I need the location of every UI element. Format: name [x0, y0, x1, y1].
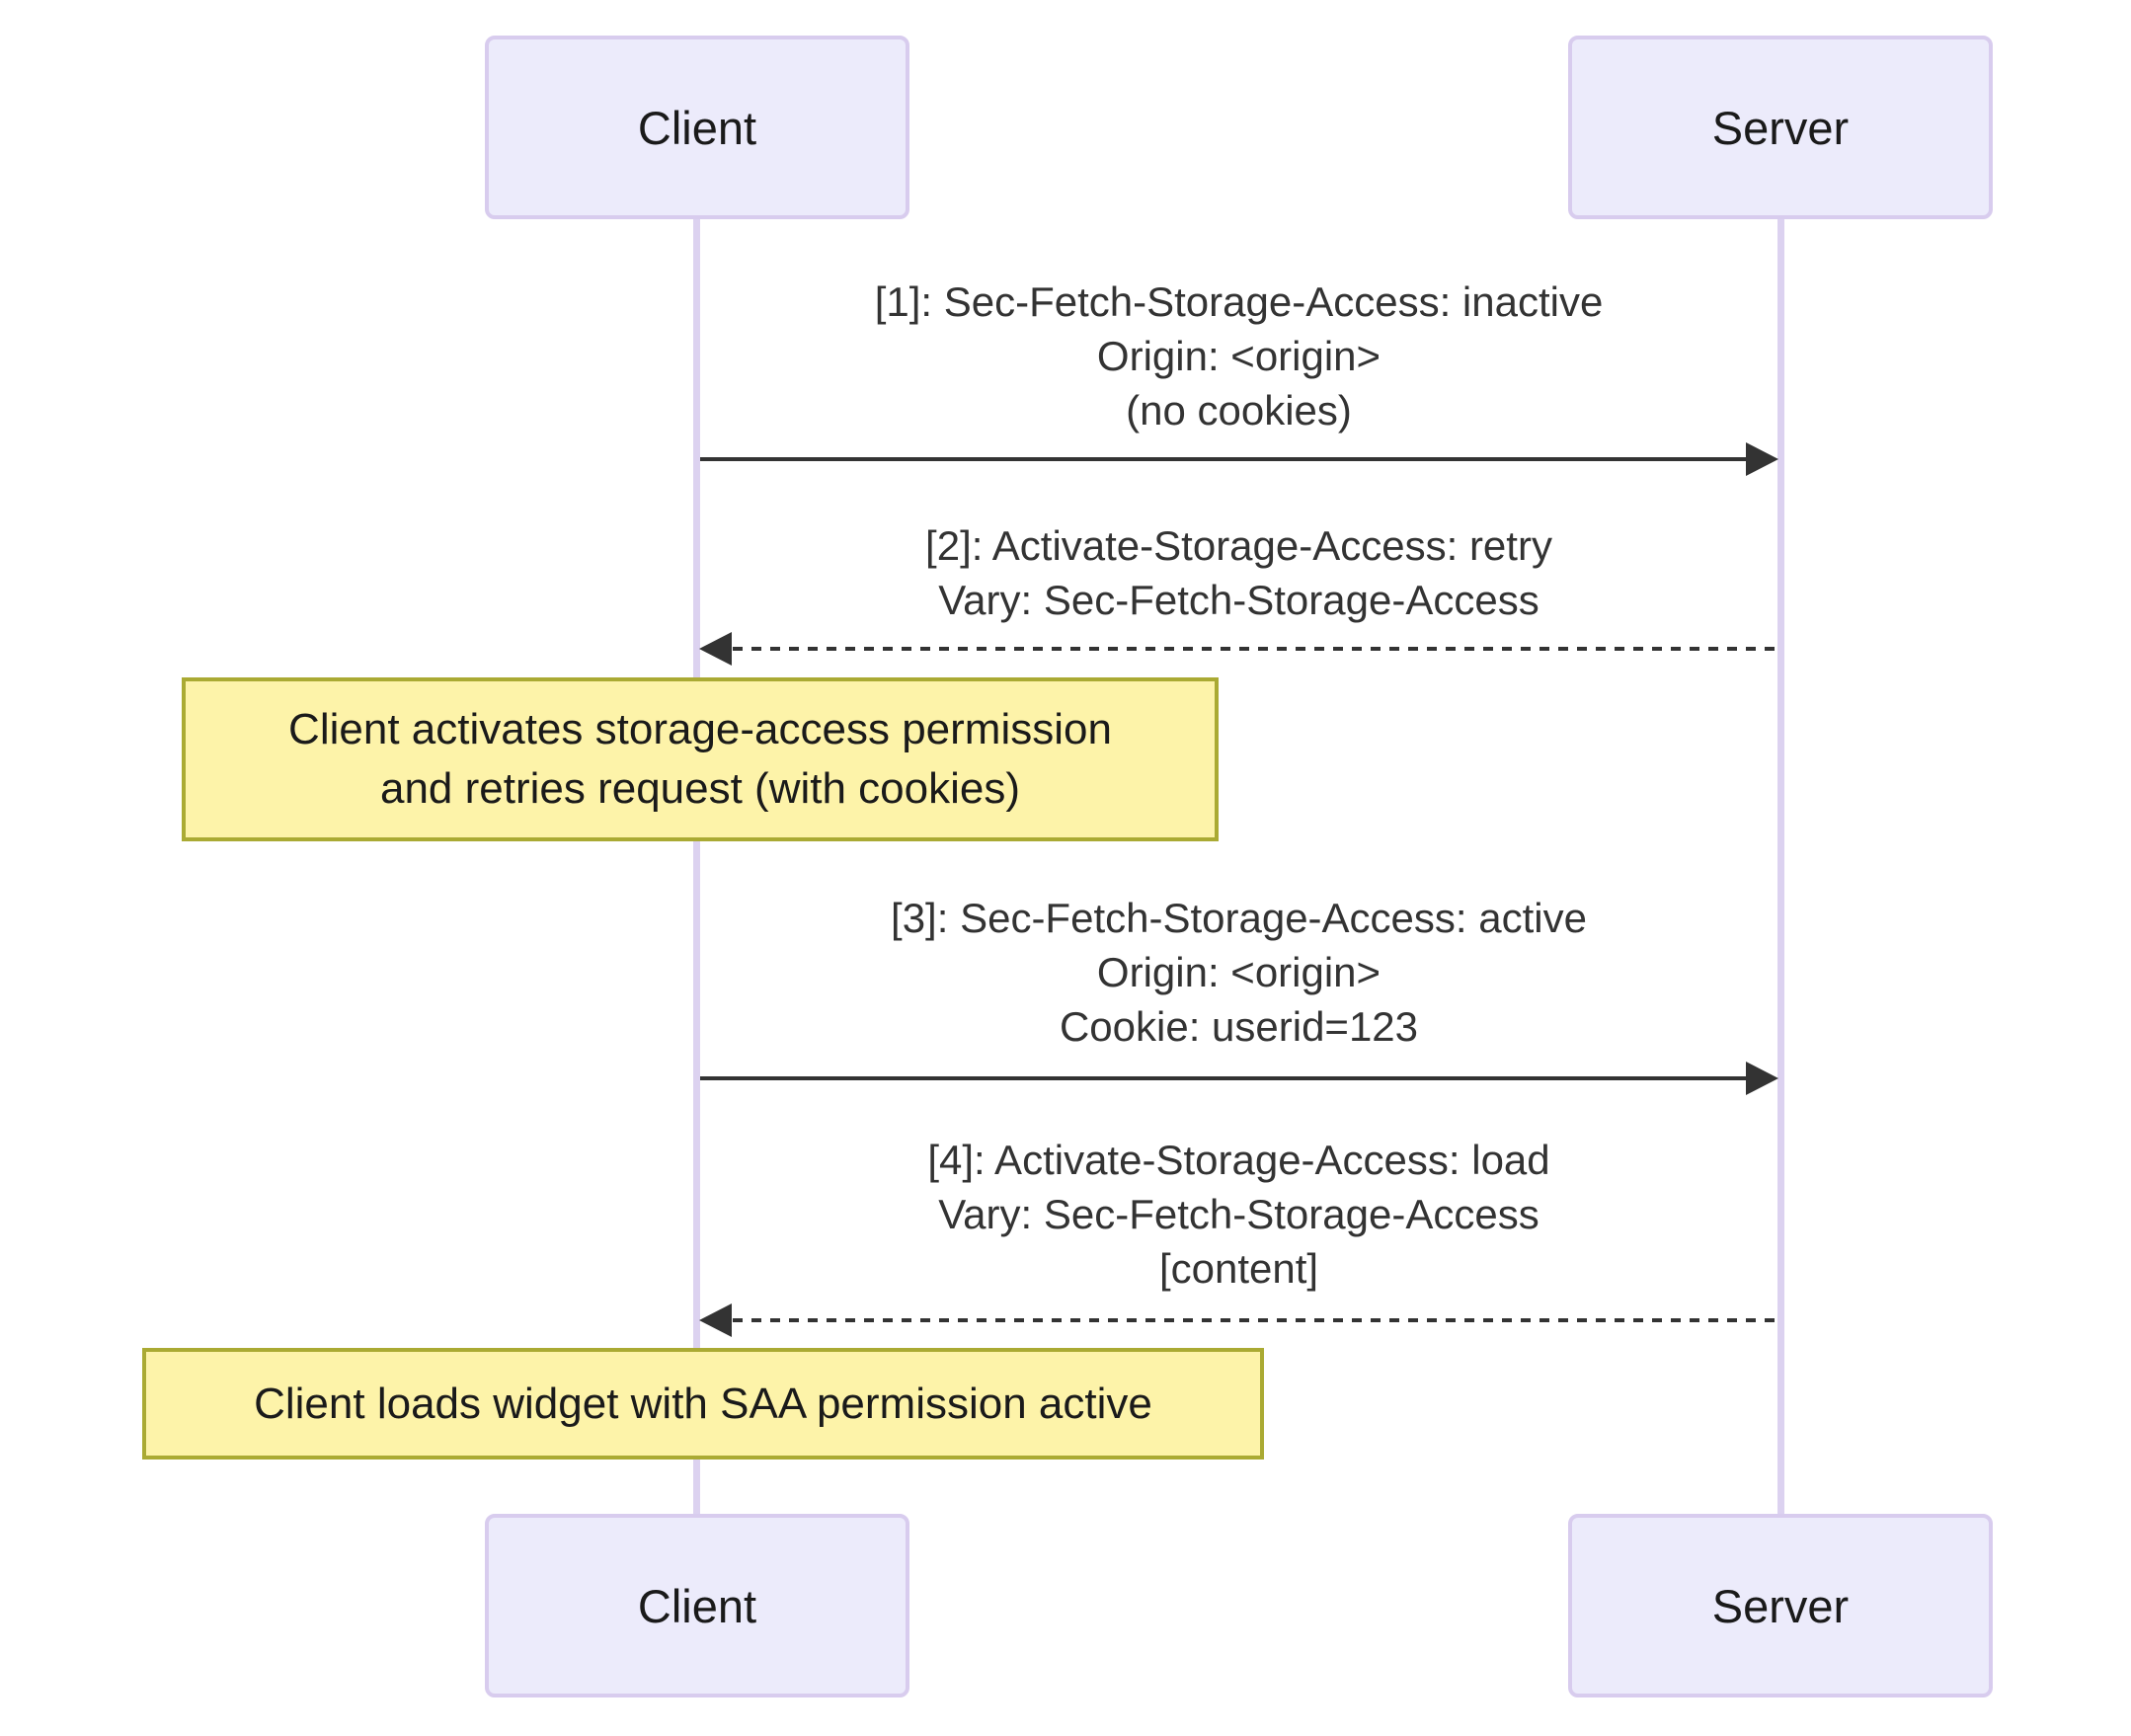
message-2-arrow: [699, 632, 1777, 666]
message-4-text: [4]: Activate-Storage-Access: load Vary:…: [697, 1133, 1780, 1296]
message-line: Vary: Sec-Fetch-Storage-Access: [938, 577, 1539, 623]
message-line: [content]: [1158, 1245, 1319, 1292]
actor-server-top: Server: [1568, 36, 1993, 219]
message-line: Origin: <origin>: [1096, 949, 1381, 995]
note-line: and retries request (with cookies): [379, 764, 1021, 813]
server-lifeline: [1777, 217, 1784, 1516]
client-lifeline: [693, 217, 700, 1516]
message-line: Vary: Sec-Fetch-Storage-Access: [938, 1191, 1539, 1237]
message-line: [3]: Sec-Fetch-Storage-Access: active: [891, 895, 1587, 941]
message-4-arrow: [699, 1303, 1777, 1337]
message-3-arrow: [700, 1062, 1778, 1095]
actor-label: Server: [1711, 101, 1850, 154]
message-3-text: [3]: Sec-Fetch-Storage-Access: active Or…: [697, 891, 1780, 1054]
note-line: Client loads widget with SAA permission …: [254, 1379, 1152, 1428]
actor-label: Client: [637, 101, 757, 154]
note-line: Client activates storage-access permissi…: [288, 705, 1112, 753]
actor-label: Server: [1711, 1579, 1850, 1632]
message-line: Cookie: userid=123: [1059, 1003, 1419, 1050]
actor-server-bottom: Server: [1568, 1514, 1993, 1697]
message-1-arrow: [700, 442, 1778, 476]
message-1-text: [1]: Sec-Fetch-Storage-Access: inactive …: [697, 275, 1780, 437]
message-line: (no cookies): [1126, 387, 1352, 434]
note-client-loads-widget: Client loads widget with SAA permission …: [142, 1348, 1264, 1460]
note-client-activates: Client activates storage-access permissi…: [182, 677, 1219, 841]
message-line: Origin: <origin>: [1096, 333, 1381, 379]
message-2-text: [2]: Activate-Storage-Access: retry Vary…: [697, 518, 1780, 627]
actor-client-bottom: Client: [485, 1514, 909, 1697]
message-line: [2]: Activate-Storage-Access: retry: [925, 522, 1552, 569]
message-line: [1]: Sec-Fetch-Storage-Access: inactive: [874, 278, 1604, 325]
actor-label: Client: [637, 1579, 757, 1632]
actor-client-top: Client: [485, 36, 909, 219]
message-line: [4]: Activate-Storage-Access: load: [927, 1137, 1550, 1183]
